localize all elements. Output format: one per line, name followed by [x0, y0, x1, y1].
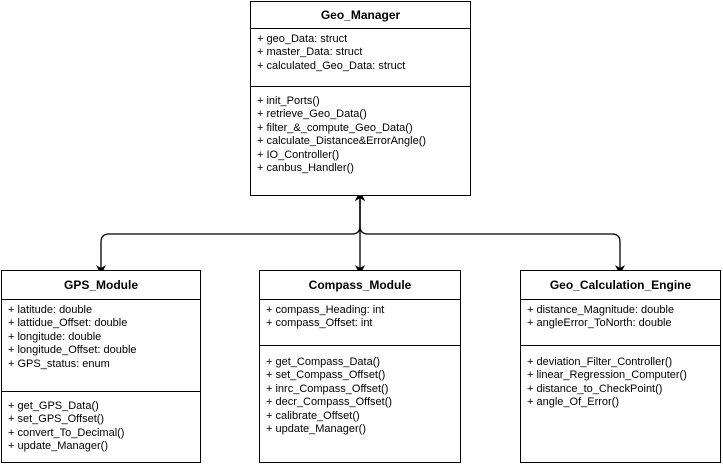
class-name: Compass_Module: [260, 271, 460, 300]
method: + convert_To_Decimal(): [8, 426, 125, 439]
method: + calculate_Distance&ErrorAngle(): [257, 135, 427, 148]
attribute: + angleError_ToNorth: double: [527, 317, 672, 330]
methods-section: + deviation_Filter_Controller() + linear…: [521, 346, 720, 410]
attribute: + compass_Offset: int: [266, 317, 373, 330]
attribute: + distance_Magnitude: double: [527, 304, 675, 316]
methods-section: + get_Compass_Data() + set_Compass_Offse…: [260, 346, 460, 436]
attribute: + calculated_Geo_Data: struct: [257, 59, 406, 72]
method: + set_Compass_Offset(): [266, 369, 386, 382]
method: + distance_to_CheckPoint(): [527, 382, 663, 395]
method: + get_GPS_Data(): [8, 400, 99, 412]
methods-section: + init_Ports() + retrieve_Geo_Data() + f…: [251, 87, 470, 175]
attributes-section: + compass_Heading: int + compass_Offset:…: [260, 300, 460, 346]
class-geo-manager[interactable]: Geo_Manager + geo_Data: struct + master_…: [250, 1, 471, 196]
class-name: Geo_Calculation_Engine: [521, 271, 720, 300]
method: + canbus_Handler(): [257, 162, 354, 175]
method: + IO_Controller(): [257, 148, 340, 161]
method: + filter_&_compute_Geo_Data(): [257, 121, 413, 134]
method: + update_Manager(): [266, 423, 366, 436]
attribute: + geo_Data: struct: [257, 33, 348, 45]
methods-section: + get_GPS_Data() + set_GPS_Offset() + co…: [2, 392, 200, 454]
method: + inrc_Compass_Offset(): [266, 382, 389, 395]
method: + update_Manager(): [8, 440, 108, 453]
class-compass-module[interactable]: Compass_Module + compass_Heading: int + …: [259, 270, 461, 463]
method: + deviation_Filter_Controller(): [527, 356, 673, 368]
method: + decr_Compass_Offset(): [266, 396, 393, 409]
method: + set_GPS_Offset(): [8, 413, 105, 426]
class-geo-calculation-engine[interactable]: Geo_Calculation_Engine + distance_Magnit…: [520, 270, 721, 463]
method: + angle_Of_Error(): [527, 396, 620, 409]
attribute: + longitude: double: [8, 330, 102, 343]
attribute: + GPS_status: enum: [8, 357, 110, 370]
method: + linear_Regression_Computer(): [527, 369, 687, 382]
method: + calibrate_Offset(): [266, 409, 360, 422]
attribute: + longitude_Offset: double: [8, 344, 137, 357]
attributes-section: + distance_Magnitude: double + angleErro…: [521, 300, 720, 346]
attributes-section: + geo_Data: struct + master_Data: struct…: [251, 29, 470, 87]
attribute: + master_Data: struct: [257, 46, 363, 59]
attribute: + compass_Heading: int: [266, 304, 385, 316]
attributes-section: + latitude: double + lattidue_Offset: do…: [2, 300, 200, 392]
method: + retrieve_Geo_Data(): [257, 108, 367, 121]
attribute: + lattidue_Offset: double: [8, 317, 128, 330]
method: + init_Ports(): [257, 95, 320, 107]
connector-gps-to-manager: [96, 191, 365, 275]
method: + get_Compass_Data(): [266, 356, 381, 368]
class-name: GPS_Module: [2, 271, 200, 300]
class-gps-module[interactable]: GPS_Module + latitude: double + lattidue…: [1, 270, 201, 463]
connector-engine-to-manager: [355, 191, 625, 275]
class-name: Geo_Manager: [251, 2, 470, 29]
attribute: + latitude: double: [8, 304, 93, 316]
